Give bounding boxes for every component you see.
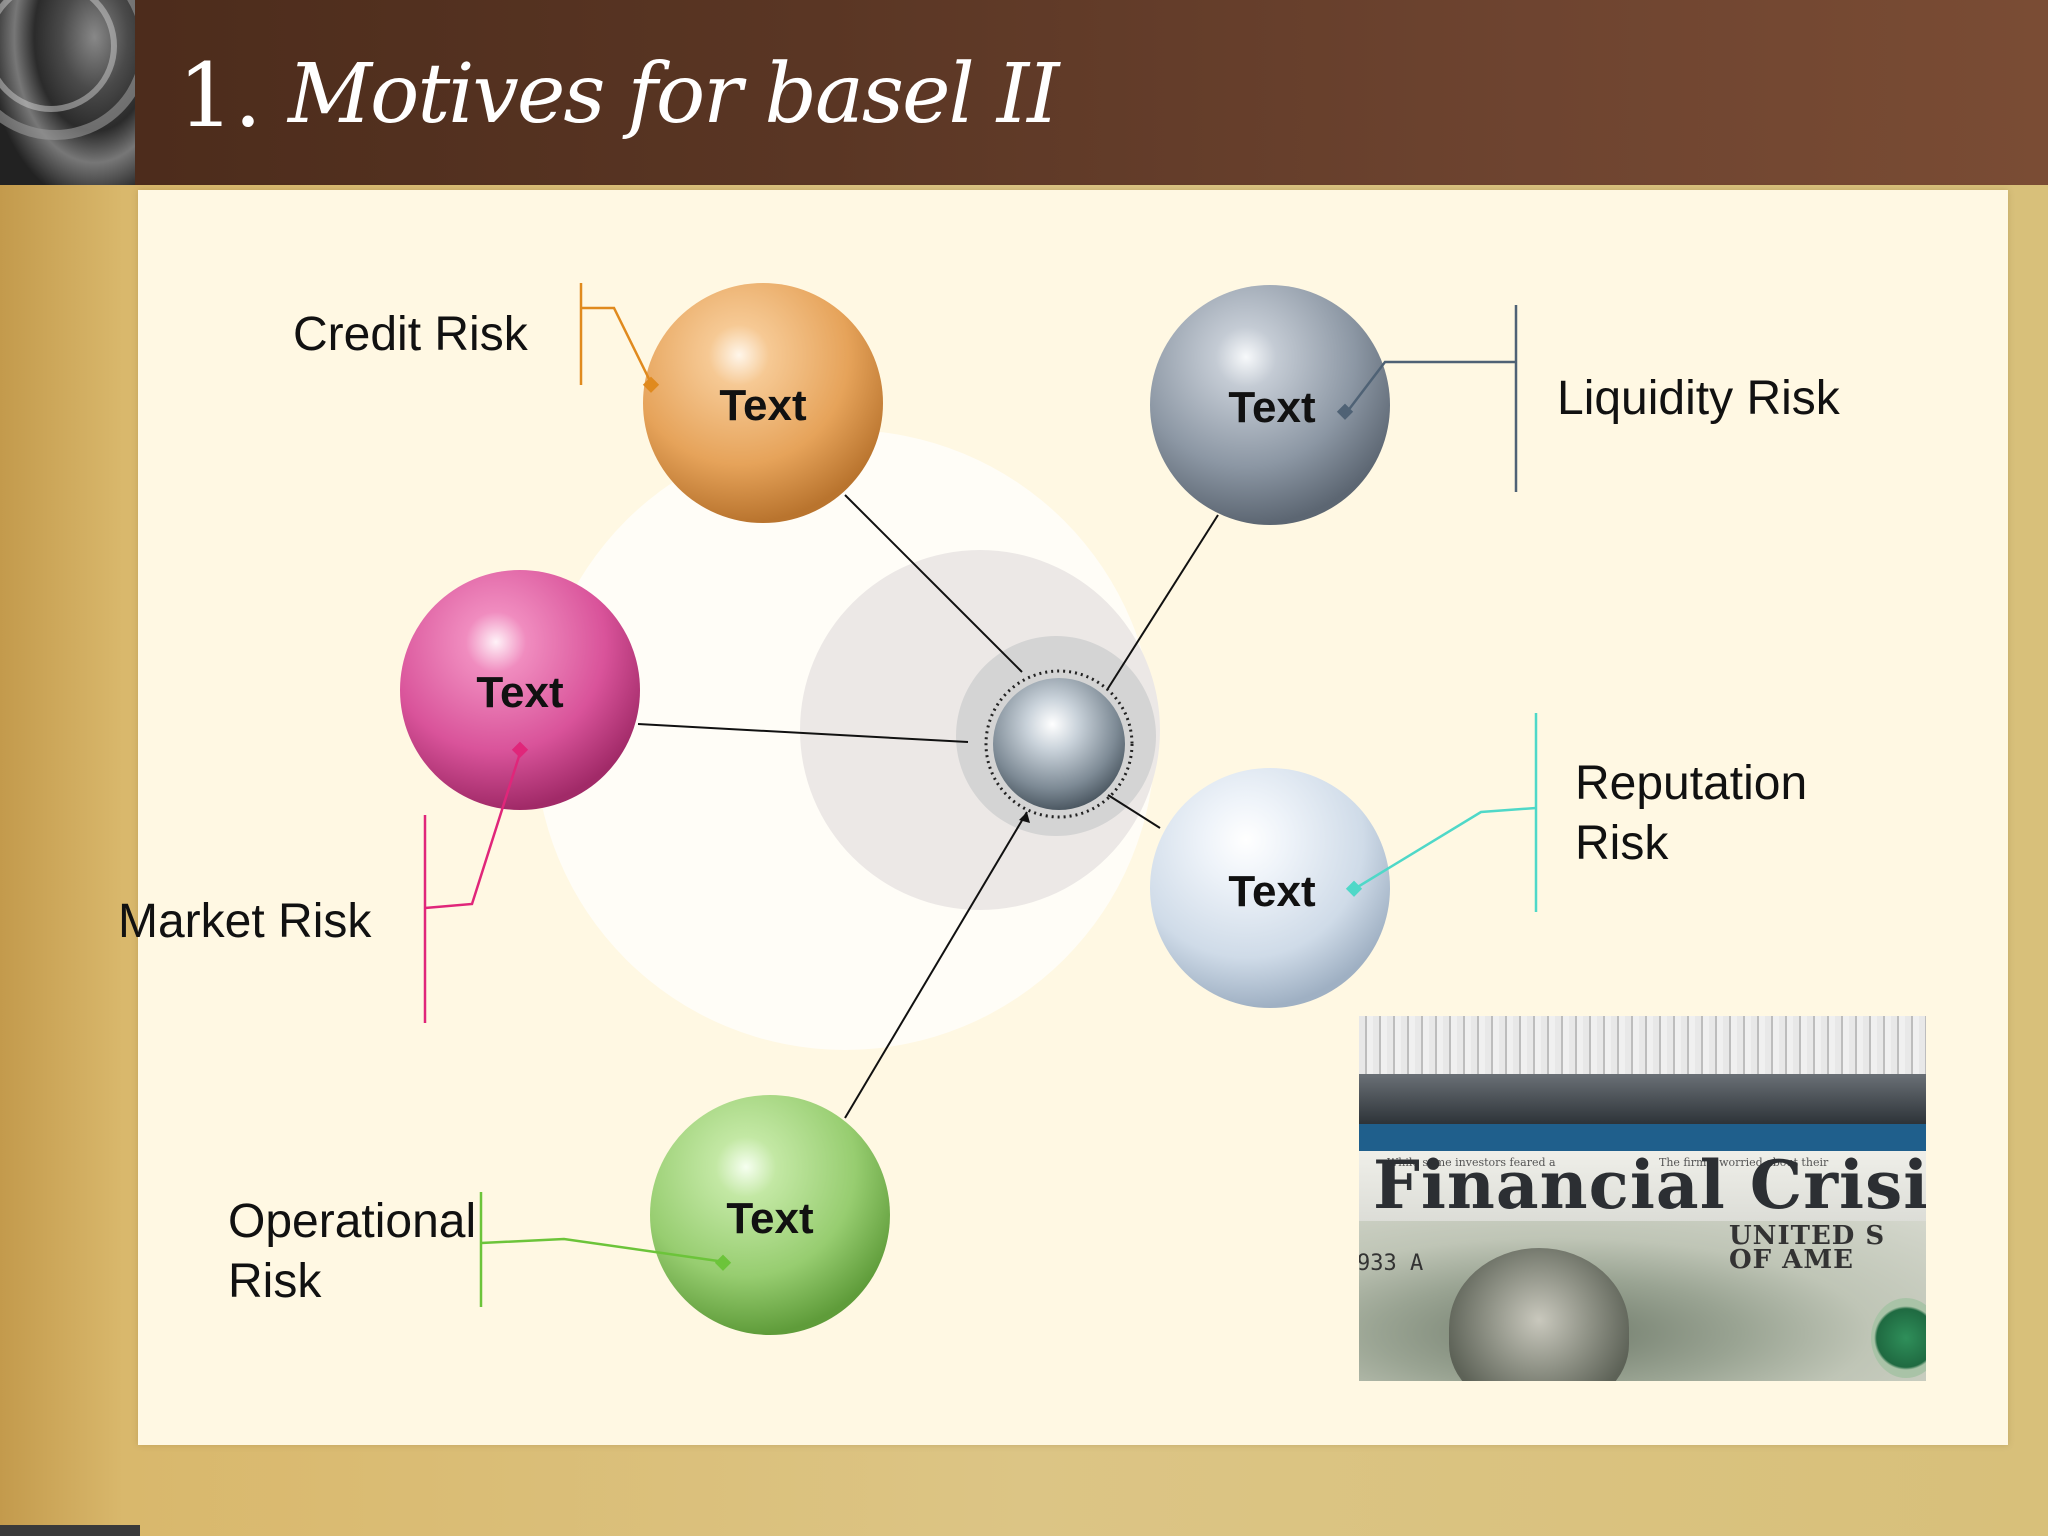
callout-reputation xyxy=(1345,713,1538,912)
sphere-liquidity-label: Text xyxy=(1228,383,1316,432)
bottom-strip xyxy=(0,1525,140,1536)
spoke-market xyxy=(637,723,969,743)
newspaper-edge xyxy=(1359,1074,1926,1126)
callout-credit xyxy=(579,283,660,393)
slide-title: Motives for basel II xyxy=(288,47,1060,142)
spoke-arrowhead xyxy=(1019,812,1030,823)
bill-seal xyxy=(1871,1298,1926,1378)
callout-operational xyxy=(479,1192,732,1307)
sphere-reputation-label: Text xyxy=(1228,867,1316,916)
spoke-liquidity xyxy=(1106,514,1219,691)
sphere-liquidity xyxy=(1150,285,1390,525)
market-risk-label: Market Risk xyxy=(118,895,372,948)
operational-risk-label-line-1: Operational xyxy=(228,1195,477,1248)
sphere-operational-label: Text xyxy=(726,1194,814,1243)
header-logo-image xyxy=(0,0,135,185)
callout-liquidity xyxy=(1336,305,1518,492)
bill-portrait xyxy=(1449,1248,1629,1381)
callout-market xyxy=(423,741,529,1023)
photo-small-text-left: While some investors feared a xyxy=(1387,1156,1556,1169)
slide-header: 1. Motives for basel II xyxy=(0,0,2048,185)
newspaper-blue-rule xyxy=(1359,1124,1926,1154)
bill-serial: 933 A xyxy=(1359,1251,1424,1276)
bill-words: UNITED S OF AME xyxy=(1729,1221,1886,1275)
spoke-reputation xyxy=(1107,794,1161,829)
operational-risk-label: Operational Risk xyxy=(228,1192,476,1312)
financial-crisis-photo: While some investors feared a The firms,… xyxy=(1359,1016,1926,1381)
reputation-risk-label-line-2: Risk xyxy=(1575,817,1669,870)
stock-ticker-strip xyxy=(1359,1016,1926,1074)
sphere-credit-label: Text xyxy=(719,381,807,430)
reputation-risk-label-line-1: Reputation xyxy=(1575,757,1808,810)
photo-headline: Financial Crisis xyxy=(1373,1146,1926,1224)
sphere-credit xyxy=(643,283,883,523)
credit-risk-label: Credit Risk xyxy=(293,308,528,361)
spoke-operational xyxy=(844,811,1028,1119)
sphere-operational xyxy=(650,1095,890,1335)
sphere-reputation xyxy=(1150,768,1390,1008)
operational-risk-label-line-2: Risk xyxy=(228,1255,322,1308)
slide-title-number: 1. xyxy=(178,44,262,147)
sphere-market xyxy=(400,570,640,810)
sphere-market-label: Text xyxy=(476,668,564,717)
hub-sphere xyxy=(993,678,1125,810)
spoke-credit xyxy=(844,494,1023,673)
photo-small-text-right: The firms, worried about their xyxy=(1659,1156,1829,1169)
liquidity-risk-label: Liquidity Risk xyxy=(1557,372,1840,425)
hub-dotted-ring xyxy=(984,669,1134,819)
reputation-risk-label: Reputation Risk xyxy=(1575,754,1807,874)
